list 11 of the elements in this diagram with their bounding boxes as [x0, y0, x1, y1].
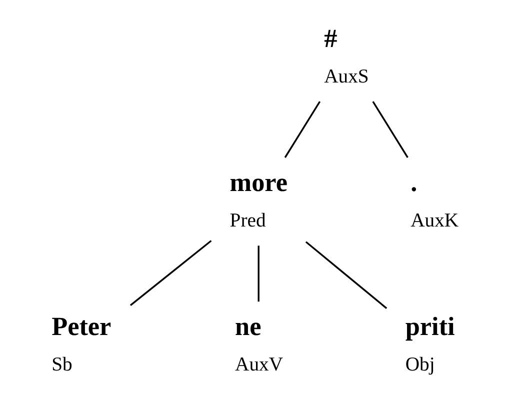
connector	[130, 240, 212, 306]
connector	[258, 246, 260, 302]
node-text: Peter Sb	[52, 312, 112, 376]
connector	[284, 101, 321, 158]
node-text: ne AuxV	[235, 312, 284, 376]
node-text: priti Obj	[405, 312, 455, 376]
connector	[305, 241, 388, 309]
node-text: # AuxS	[324, 24, 369, 88]
connector	[372, 101, 408, 158]
node-text: more Pred	[230, 168, 288, 232]
node-text: . AuxK	[410, 168, 459, 232]
